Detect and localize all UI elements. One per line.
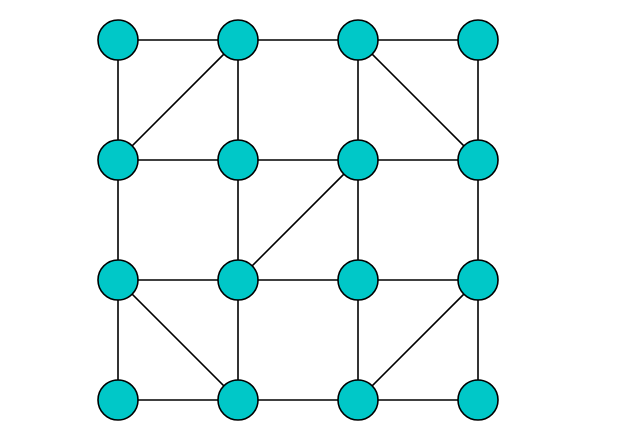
node-r2c2: [337, 259, 379, 301]
node-r0c3: [457, 19, 499, 61]
node-r1c2: [337, 139, 379, 181]
node-r3c0: [97, 379, 139, 421]
node-r0c2: [337, 19, 379, 61]
node-r3c1: [217, 379, 259, 421]
node-r0c1: [217, 19, 259, 61]
edge-r3c2-r2c3: [357, 279, 479, 401]
node-r3c2: [337, 379, 379, 421]
edge-r2c1-r1c2: [237, 159, 359, 281]
node-r3c3: [457, 379, 499, 421]
node-r2c1: [217, 259, 259, 301]
node-r1c0: [97, 139, 139, 181]
node-r2c0: [97, 259, 139, 301]
edge-r2c0-r3c1: [117, 279, 239, 401]
node-r2c3: [457, 259, 499, 301]
node-r1c1: [217, 139, 259, 181]
edge-r1c0-r0c1: [117, 39, 239, 161]
edges-layer: [117, 39, 479, 401]
nodes-layer: [97, 19, 499, 421]
node-r0c0: [97, 19, 139, 61]
node-r1c3: [457, 139, 499, 181]
edge-r0c2-r1c3: [357, 39, 479, 161]
